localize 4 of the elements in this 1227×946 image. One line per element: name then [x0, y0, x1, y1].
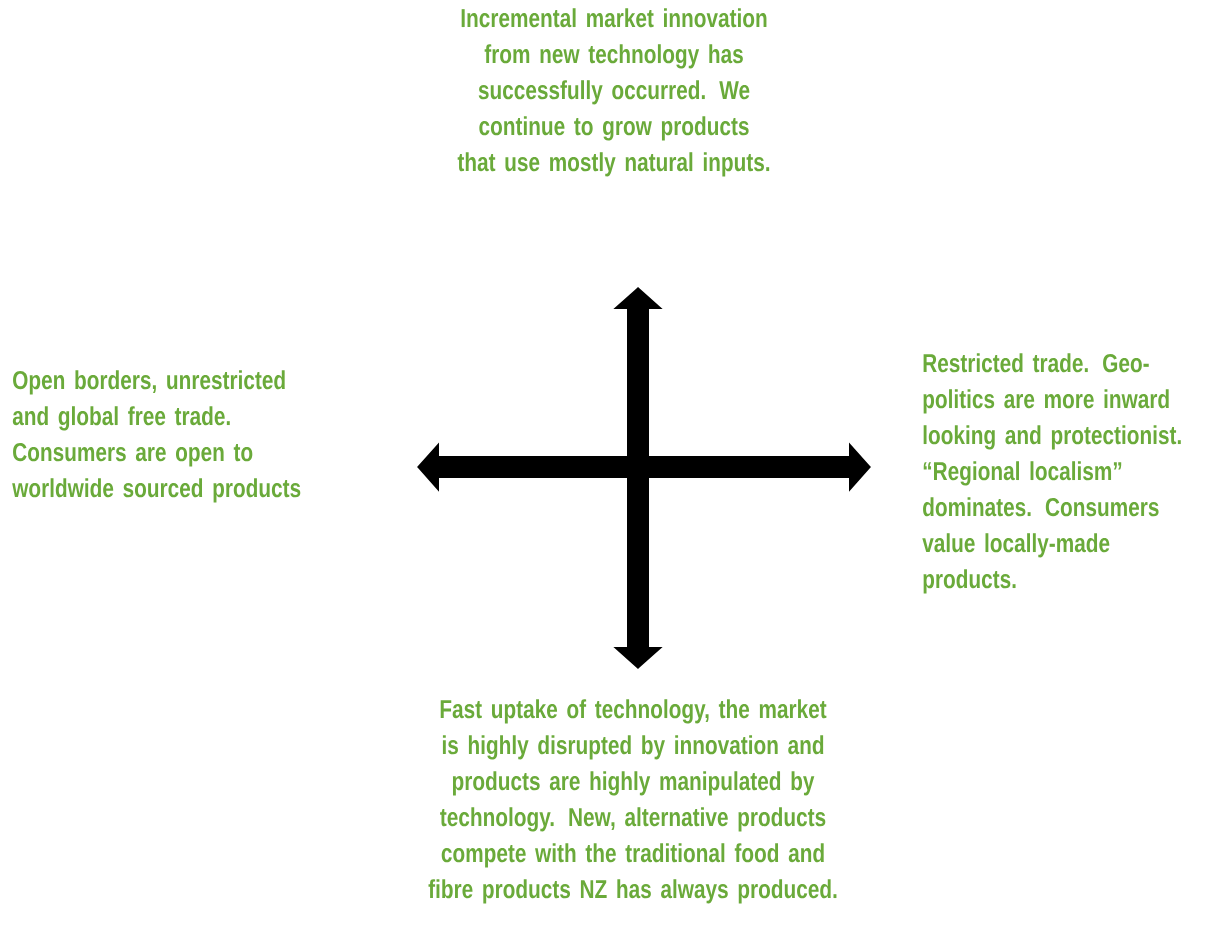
scenario-text: Open borders, unrestricted and global free trade. Consumers are open to worldwide sourced products — [12, 370, 301, 503]
scenario-text: Restricted trade. Geo-politics are more inward looking and protectionist. “Regional localism” dominates. Consumers value locally-made products. — [922, 353, 1181, 594]
scenario-text: Incremental market innovation from new technology has successfully occurred. We continue to grow products that use mostly natural inputs. — [457, 8, 770, 177]
scenario-text: Fast uptake of technology, the market is highly disrupted by innovation and products are highly manipulated by technology. New, alternative products compete with the traditional food and fibre products NZ has always produced. — [428, 699, 837, 904]
